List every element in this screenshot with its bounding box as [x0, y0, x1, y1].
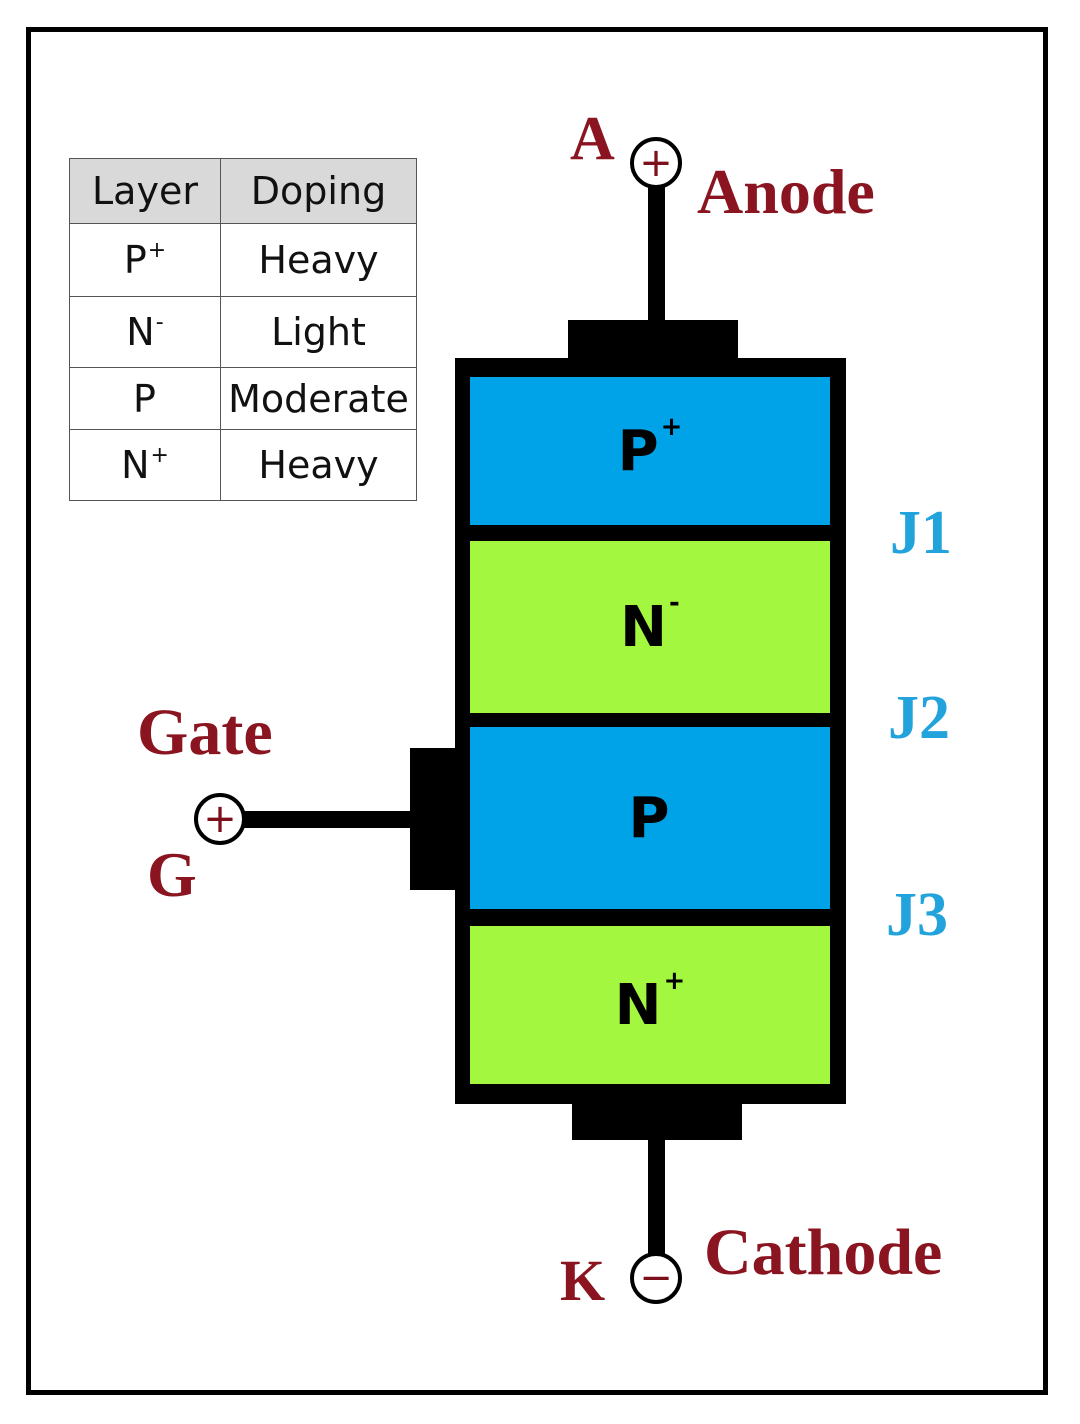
table-cell-doping: Moderate [220, 367, 417, 430]
table-row: P Moderate [69, 367, 417, 430]
table-header-layer: Layer [69, 158, 221, 224]
table-row: N+ Heavy [69, 429, 417, 501]
layer-n-plus: N+ [470, 926, 830, 1084]
table-row: N- Light [69, 296, 417, 368]
anode-lead [648, 185, 665, 325]
anode-label: Anode [697, 156, 875, 227]
anode-terminal-icon: + [630, 137, 682, 189]
table-cell-layer: P+ [69, 223, 221, 297]
table-cell-doping: Heavy [220, 223, 417, 297]
cathode-terminal-icon: − [630, 1252, 682, 1304]
cathode-label: Cathode [704, 1216, 943, 1289]
anode-letter: A [570, 105, 615, 173]
layer-p-plus: P+ [470, 377, 830, 525]
layer-p: P [470, 727, 830, 909]
table-cell-doping: Heavy [220, 429, 417, 501]
junction-label-j1: J1 [890, 499, 952, 567]
gate-terminal-icon: + [194, 793, 246, 845]
table-cell-layer: N+ [69, 429, 221, 501]
anode-contact [568, 320, 738, 365]
gate-contact [410, 748, 460, 890]
cathode-letter: K [560, 1248, 606, 1313]
gate-letter: G [147, 839, 197, 910]
table-cell-doping: Light [220, 296, 417, 368]
gate-lead [240, 811, 415, 828]
gate-label: Gate [137, 696, 273, 769]
doping-table: Layer Doping P+ Heavy N- Light P Moderat… [69, 158, 417, 501]
layer-n-minus: N- [470, 541, 830, 713]
table-header-doping: Doping [220, 158, 417, 224]
table-cell-layer: P [69, 367, 221, 430]
junction-label-j2: J2 [888, 684, 950, 752]
cathode-lead [648, 1135, 665, 1255]
junction-label-j3: J3 [886, 881, 948, 949]
table-row: P+ Heavy [69, 223, 417, 297]
cathode-contact [572, 1100, 742, 1140]
table-cell-layer: N- [69, 296, 221, 368]
